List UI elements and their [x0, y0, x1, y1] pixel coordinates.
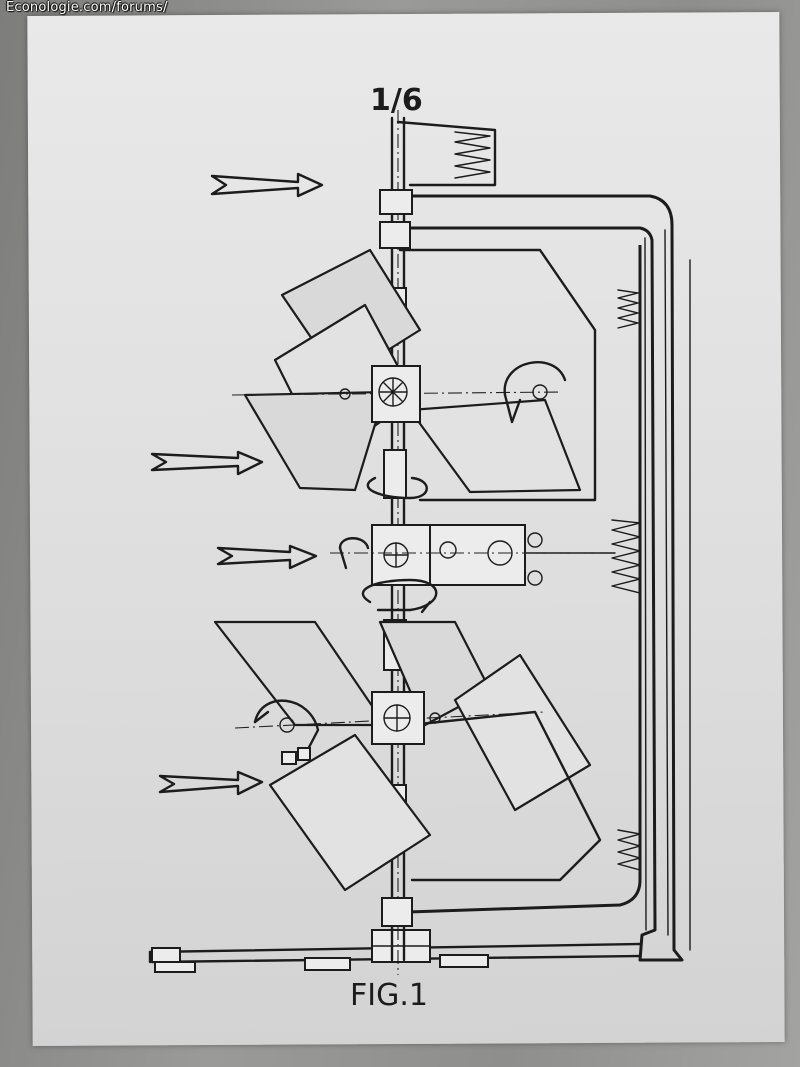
- wind-arrow-1: [210, 172, 324, 198]
- page-mark: 1/6: [370, 83, 423, 118]
- base-plate: [148, 929, 642, 973]
- figure-caption: FIG.1: [350, 978, 428, 1013]
- site-watermark: Econologie.com/forums/: [6, 0, 168, 15]
- support-frame: [407, 194, 691, 962]
- wind-arrow-2: [150, 450, 264, 476]
- lower-rotor: [213, 620, 602, 892]
- upper-rotor: [231, 248, 597, 502]
- wind-arrow-3: [216, 544, 318, 570]
- wind-arrow-4: [158, 770, 264, 796]
- tail-vane: [396, 120, 497, 187]
- central-gearbox: [330, 476, 616, 614]
